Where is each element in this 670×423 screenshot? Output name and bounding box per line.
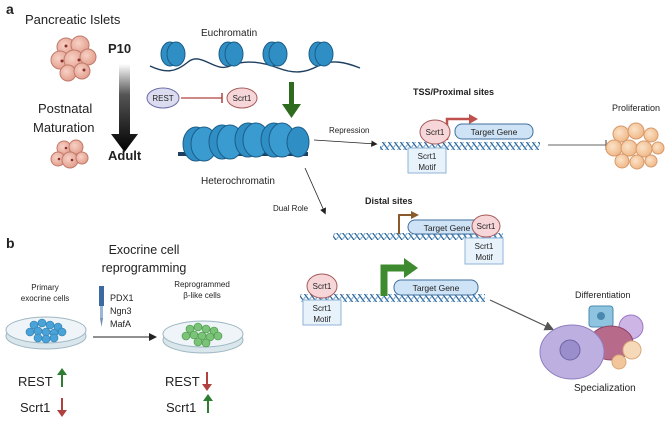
panel-a-label: a — [6, 1, 14, 17]
differentiation-label: Differentiation — [575, 290, 630, 300]
distal-motif-box-lower: Scrt1 Motif — [302, 299, 342, 326]
postnatal-label: Postnatal — [38, 101, 92, 116]
right-rest-down-arrow — [202, 372, 212, 391]
proliferation-label: Proliferation — [612, 103, 660, 113]
exocrine-title-line2: reprogramming — [102, 261, 187, 275]
distal-dna-lower — [300, 294, 485, 302]
tss-dna — [380, 142, 540, 150]
dual-role-label: Dual Role — [273, 204, 309, 213]
differentiated-cells-icon — [539, 305, 644, 380]
tss-title: TSS/Proximal sites — [413, 87, 494, 97]
reprogrammed-cells-dish-icon — [162, 320, 244, 354]
distal-scrt1-node-lower: Scrt1 — [306, 273, 338, 299]
distal-arrow-upper — [398, 214, 413, 234]
left-scrt1-label: Scrt1 — [20, 400, 50, 415]
heterochromatin-cluster — [178, 122, 310, 162]
proliferating-cells-icon — [605, 122, 665, 170]
primary-cells-dish-icon — [5, 316, 87, 350]
left-rest-up-arrow — [57, 368, 67, 387]
heterochromatin-label: Heterochromatin — [201, 176, 275, 187]
p10-label: P10 — [108, 41, 131, 56]
left-rest-label: REST — [18, 374, 53, 389]
euchromatin-strand — [149, 41, 361, 73]
tss-motif-line2: Motif — [418, 163, 436, 172]
right-rest-label: REST — [165, 374, 200, 389]
distal-scrt1-upper-label: Scrt1 — [477, 222, 496, 231]
rest-label: REST — [152, 94, 173, 103]
islet-cluster-adult-icon — [50, 139, 89, 169]
primary-label-line1: Primary — [31, 283, 59, 292]
distal-target-gene-lower-label: Target Gene — [413, 283, 460, 293]
distal-motif-box-upper: Scrt1 Motif — [464, 237, 504, 265]
factor-pdx1: PDX1 — [110, 293, 134, 303]
distal-title: Distal sites — [365, 196, 413, 206]
panel-b-label: b — [6, 235, 15, 251]
dual-role-arrow — [304, 167, 326, 215]
right-scrt1-label: Scrt1 — [166, 400, 196, 415]
scrt1-label-top: Scrt1 — [233, 94, 252, 103]
distal-motif-lower-line1: Scrt1 — [313, 304, 332, 313]
distal-target-gene-upper-label: Target Gene — [424, 223, 471, 233]
distal-arrow-lower — [380, 264, 406, 296]
repression-arrow — [313, 139, 378, 147]
distal-motif-upper-line1: Scrt1 — [475, 242, 494, 251]
rest-node: REST — [146, 87, 180, 109]
proliferation-inhibition — [548, 140, 607, 150]
scrt1-node-top: Scrt1 — [226, 87, 258, 109]
factor-mafa: MafA — [110, 319, 131, 329]
differentiation-arrow — [489, 299, 555, 331]
tss-motif-line1: Scrt1 — [418, 152, 437, 161]
tss-motif-box: Scrt1 Motif — [407, 147, 447, 174]
pipette-icon — [99, 286, 104, 327]
primary-label-line2: exocrine cells — [21, 294, 69, 303]
inhibition-line — [181, 93, 223, 103]
tss-target-gene: Target Gene — [454, 123, 534, 140]
tss-scrt1-label: Scrt1 — [426, 128, 445, 137]
tss-target-gene-label: Target Gene — [471, 127, 518, 137]
reprogrammed-label-line1: Reprogrammed — [174, 280, 230, 289]
islet-cluster-p10-icon — [50, 35, 97, 82]
maturation-label: Maturation — [33, 120, 94, 135]
distal-motif-upper-line2: Motif — [475, 253, 493, 262]
maturation-arrow — [111, 64, 138, 152]
adult-label: Adult — [108, 148, 142, 163]
repression-label: Repression — [329, 126, 369, 135]
left-scrt1-down-arrow — [57, 398, 67, 417]
specialization-label: Specialization — [574, 383, 636, 394]
exocrine-title-line1: Exocrine cell — [109, 243, 180, 257]
right-scrt1-up-arrow — [203, 394, 213, 413]
distal-dna-upper — [333, 233, 503, 240]
euchromatin-label: Euchromatin — [201, 28, 257, 39]
tss-scrt1-node: Scrt1 — [419, 119, 451, 145]
distal-scrt1-node-upper: Scrt1 — [471, 214, 501, 238]
compaction-arrow — [282, 82, 301, 118]
distal-motif-lower-line2: Motif — [313, 315, 331, 324]
distal-target-gene-upper: Target Gene — [407, 219, 489, 235]
distal-target-gene-lower: Target Gene — [393, 279, 479, 296]
reprogrammed-label-line2: β-like cells — [183, 291, 221, 300]
islets-title: Pancreatic Islets — [25, 12, 121, 27]
factor-ngn3: Ngn3 — [110, 306, 132, 316]
distal-scrt1-lower-label: Scrt1 — [313, 282, 332, 291]
